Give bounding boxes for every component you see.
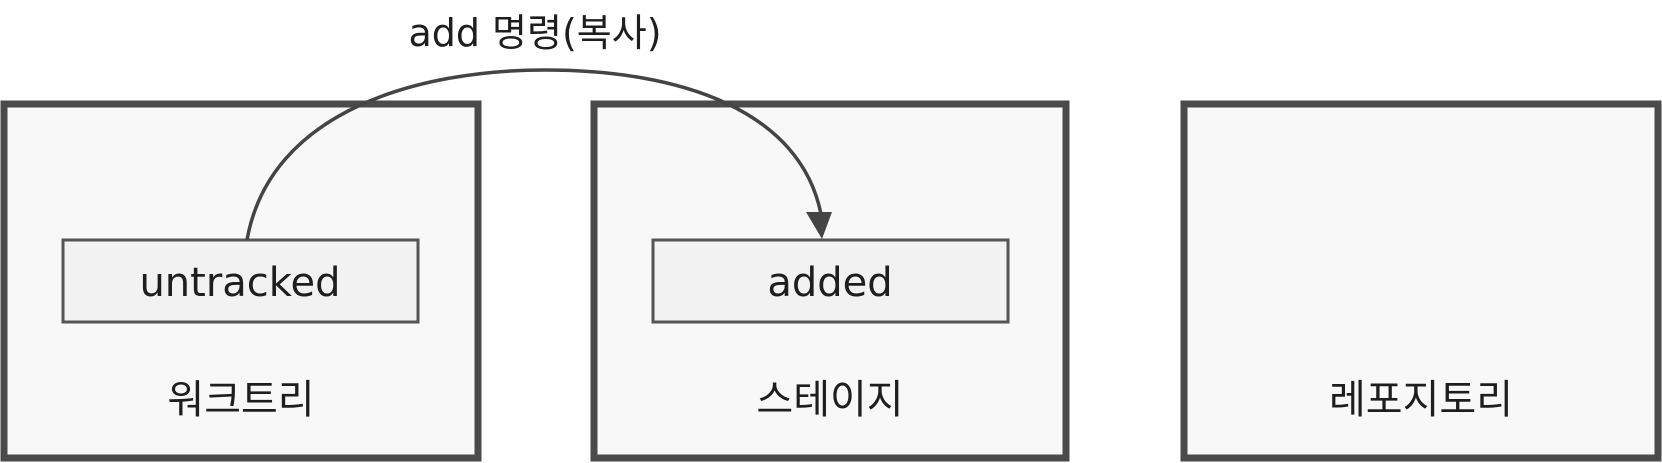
add-command-label: add 명령(복사) bbox=[408, 11, 661, 55]
repository-area: 레포지토리 bbox=[1180, 100, 1662, 462]
stage-label: 스테이지 bbox=[756, 377, 903, 423]
working-tree-label: 워크트리 bbox=[167, 377, 314, 423]
arrow-head-icon bbox=[806, 212, 832, 239]
repository-box bbox=[1180, 100, 1662, 462]
add-command-arrow-path bbox=[245, 68, 823, 241]
untracked-box bbox=[61, 238, 420, 324]
added-node: added bbox=[651, 238, 1010, 324]
untracked-label: untracked bbox=[139, 260, 340, 306]
repository-label: 레포지토리 bbox=[1329, 377, 1513, 423]
add-command-edge: add 명령(복사) bbox=[245, 11, 832, 241]
added-box bbox=[651, 238, 1010, 324]
added-label: added bbox=[767, 260, 892, 306]
untracked-node: untracked bbox=[61, 238, 420, 324]
